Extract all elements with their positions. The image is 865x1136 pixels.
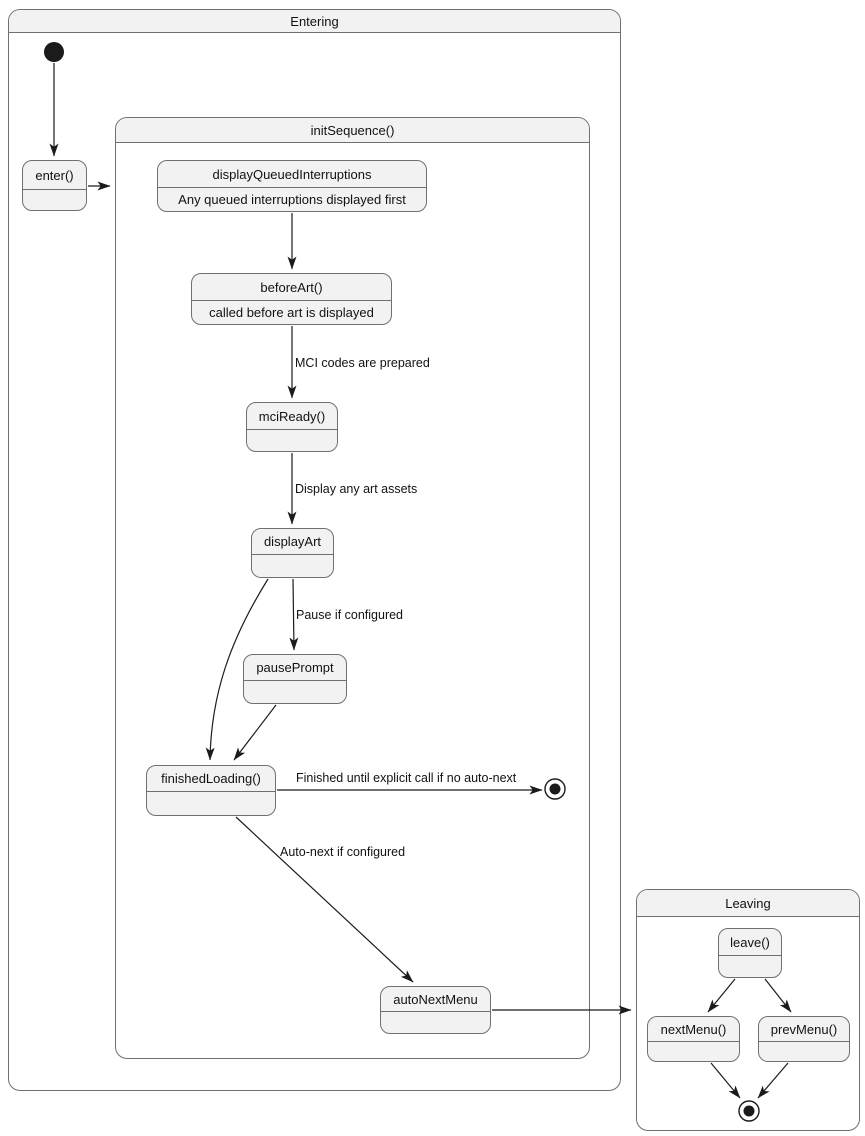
state-beforeart-label: beforeArt() (260, 279, 323, 295)
state-finishedloading: finishedLoading() (146, 765, 276, 816)
state-finishedloading-body (147, 791, 275, 815)
transition-label-mci-codes-prepared: MCI codes are prepared (295, 356, 430, 370)
state-beforeart-description: called before art is displayed (192, 300, 391, 324)
state-enter-body (23, 189, 86, 210)
state-leave-body (719, 955, 781, 977)
state-beforeart: beforeArt() called before art is display… (191, 273, 392, 325)
state-nextmenu-body (648, 1041, 739, 1061)
state-prevmenu-label: prevMenu() (770, 1021, 838, 1037)
state-pauseprompt-label: pausePrompt (256, 660, 334, 675)
state-enter-label: enter() (35, 167, 74, 183)
composite-state-initsequence: initSequence() (115, 117, 590, 1059)
transition-label-finished-no-auto-next: Finished until explicit call if no auto-… (296, 771, 517, 785)
composite-state-leaving: Leaving (636, 889, 860, 1131)
state-mciready-label: mciReady() (258, 408, 326, 424)
state-mciready-body (247, 429, 337, 451)
state-autonextmenu: autoNextMenu (380, 986, 491, 1034)
state-leave: leave() (718, 928, 782, 978)
state-prevmenu: prevMenu() (758, 1016, 850, 1062)
state-leave-label: leave() (730, 934, 770, 950)
composite-state-leaving-title: Leaving (637, 890, 859, 917)
state-displayart-label: displayArt (263, 534, 322, 549)
state-mciready: mciReady() (246, 402, 338, 452)
state-autonextmenu-label: autoNextMenu (393, 991, 478, 1007)
transition-label-display-any-art: Display any art assets (295, 482, 418, 496)
state-displayart-body (252, 554, 333, 577)
state-displayqueuedinterruptions-label: displayQueuedInterruptions (212, 166, 372, 182)
transition-label-auto-next-if-configured: Auto-next if configured (280, 845, 406, 859)
state-prevmenu-body (759, 1041, 849, 1061)
composite-state-initsequence-title: initSequence() (116, 118, 589, 143)
state-displayqueuedinterruptions: displayQueuedInterruptions Any queued in… (157, 160, 427, 212)
state-pauseprompt-body (244, 680, 346, 703)
composite-state-entering-title: Entering (9, 10, 620, 33)
state-autonextmenu-body (381, 1011, 490, 1033)
state-enter: enter() (22, 160, 87, 211)
state-nextmenu-label: nextMenu() (660, 1021, 727, 1037)
transition-label-pause-if-configured: Pause if configured (296, 608, 404, 622)
state-nextmenu: nextMenu() (647, 1016, 740, 1062)
composite-state-entering: Entering (8, 9, 621, 1091)
state-pauseprompt: pausePrompt (243, 654, 347, 704)
state-displayqueuedinterruptions-description: Any queued interruptions displayed first (158, 187, 426, 211)
state-displayart: displayArt (251, 528, 334, 578)
state-finishedloading-label: finishedLoading() (161, 771, 261, 786)
